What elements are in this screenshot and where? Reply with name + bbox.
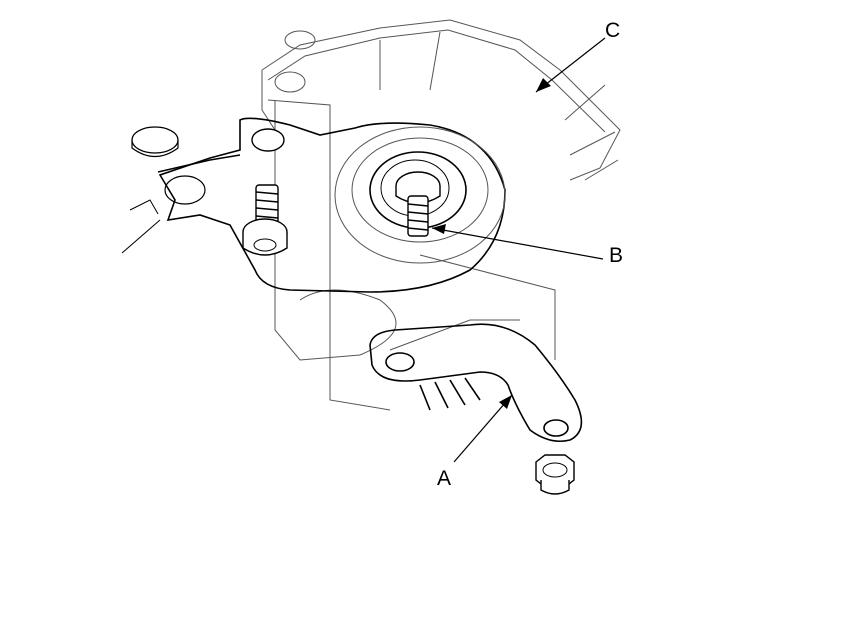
bolt-b	[395, 171, 441, 237]
callout-label-b: B	[609, 244, 624, 267]
cable-line	[121, 199, 161, 254]
callout-label-a: A	[437, 467, 452, 490]
arrowhead-c	[536, 78, 551, 92]
leader-b	[431, 227, 604, 260]
bracket-a	[369, 323, 583, 443]
bolt-left	[242, 128, 288, 256]
dowel-stud	[131, 126, 206, 205]
callout-label-c: C	[605, 19, 621, 42]
nut-a	[535, 454, 575, 495]
leader-a	[453, 394, 513, 463]
pulley-bracket	[157, 117, 506, 293]
arrowhead-b	[432, 224, 446, 234]
arrowhead-a	[499, 395, 512, 409]
leader-lines	[431, 37, 606, 463]
engine-housing	[261, 19, 621, 411]
